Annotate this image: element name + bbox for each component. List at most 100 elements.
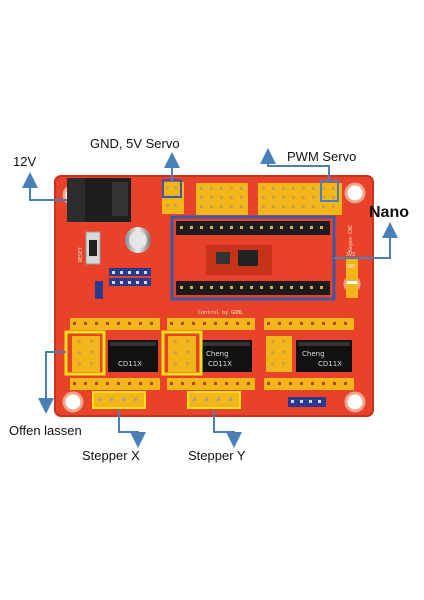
pin — [210, 196, 213, 199]
pin — [310, 286, 313, 289]
pin — [117, 382, 120, 385]
pin — [300, 286, 303, 289]
pin — [302, 196, 305, 199]
pin — [322, 187, 325, 190]
pin — [170, 322, 173, 325]
pin — [240, 286, 243, 289]
pin — [332, 196, 335, 199]
pin — [333, 322, 336, 325]
pin — [322, 382, 325, 385]
pin — [73, 322, 76, 325]
stepper-y-connector — [187, 391, 241, 409]
pin — [210, 226, 213, 229]
pin — [300, 226, 303, 229]
pin — [217, 398, 220, 401]
pin — [267, 322, 270, 325]
pin — [282, 340, 285, 343]
driver-marking: CD11X — [118, 360, 142, 368]
pin — [139, 382, 142, 385]
pin — [282, 187, 285, 190]
pin — [190, 286, 193, 289]
pin — [166, 204, 169, 207]
blue-pins — [112, 271, 321, 403]
pin — [292, 205, 295, 208]
pin — [271, 351, 274, 354]
pin — [90, 351, 93, 354]
pin — [200, 205, 203, 208]
pin — [282, 196, 285, 199]
pin — [78, 351, 81, 354]
pin — [174, 204, 177, 207]
pin — [262, 187, 265, 190]
pin — [210, 286, 213, 289]
pin — [174, 351, 177, 354]
pin — [230, 187, 233, 190]
pin — [272, 196, 275, 199]
pin — [236, 322, 239, 325]
pin — [122, 398, 125, 401]
pin — [144, 281, 147, 284]
pin — [240, 187, 243, 190]
reset-button-icon — [85, 231, 101, 265]
pin — [320, 286, 323, 289]
pin — [225, 382, 228, 385]
driver-sockets — [70, 318, 354, 390]
pin — [260, 226, 263, 229]
label-stepper-x: Stepper X — [82, 448, 140, 463]
pin — [230, 196, 233, 199]
pin — [282, 205, 285, 208]
pin — [300, 382, 303, 385]
pin — [320, 226, 323, 229]
pin — [220, 205, 223, 208]
pin — [332, 205, 335, 208]
pin — [180, 226, 183, 229]
pin — [220, 286, 223, 289]
silk-control: Control by GRBL — [198, 310, 243, 316]
pin — [98, 398, 101, 401]
pin — [310, 226, 313, 229]
pin — [220, 226, 223, 229]
pin — [190, 226, 193, 229]
silk-gnd: GND — [346, 264, 355, 270]
pin — [200, 226, 203, 229]
pin — [312, 205, 315, 208]
pin — [220, 187, 223, 190]
pin — [180, 286, 183, 289]
pin — [282, 362, 285, 365]
pin — [250, 226, 253, 229]
pin — [290, 226, 293, 229]
pin — [186, 340, 189, 343]
pin — [309, 400, 312, 403]
pin — [128, 322, 131, 325]
pin — [170, 382, 173, 385]
pin — [270, 226, 273, 229]
pin — [270, 286, 273, 289]
driver-marking: CD11X — [208, 360, 232, 368]
pin-grid — [166, 186, 335, 208]
pin — [120, 271, 123, 274]
pin — [139, 322, 142, 325]
mounting-hole — [344, 182, 366, 204]
label-12v: 12V — [13, 154, 37, 169]
pin — [136, 281, 139, 284]
pin — [200, 187, 203, 190]
pin — [84, 322, 87, 325]
pin — [272, 187, 275, 190]
pin — [120, 281, 123, 284]
pin — [205, 398, 208, 401]
stepper-driver-heatsink-icon — [200, 340, 252, 372]
pin — [292, 187, 295, 190]
pin — [322, 196, 325, 199]
pin — [289, 322, 292, 325]
pin — [174, 186, 177, 189]
pin — [210, 187, 213, 190]
pin — [290, 286, 293, 289]
pin — [229, 398, 232, 401]
pin — [250, 286, 253, 289]
pin — [236, 382, 239, 385]
pin — [289, 382, 292, 385]
pin — [200, 286, 203, 289]
driver-brand: Cheng — [302, 350, 325, 358]
silk-3v3: 3V3 — [346, 252, 355, 258]
label-nano: Nano — [369, 204, 409, 221]
